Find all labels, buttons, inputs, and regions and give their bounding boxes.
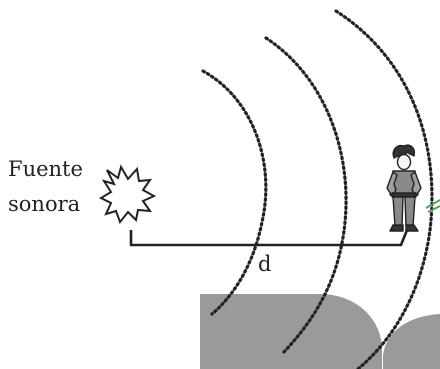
- wavefront-3: [334, 9, 434, 369]
- watermark-letter-c: [383, 314, 440, 369]
- wavefronts: [201, 9, 434, 369]
- source-label-line1: Fuente: [8, 157, 83, 181]
- watermark-letter-b: [200, 294, 382, 369]
- wavefront-1: [201, 69, 268, 316]
- distance-label: d: [258, 252, 272, 276]
- grass-tuft: [425, 199, 440, 213]
- wavefront-2: [264, 36, 348, 356]
- explosion-icon: [98, 164, 157, 225]
- source-label-line2: sonora: [8, 192, 81, 216]
- person-icon: [386, 144, 422, 232]
- watermark: [200, 294, 440, 369]
- distance-bracket: [129, 229, 409, 247]
